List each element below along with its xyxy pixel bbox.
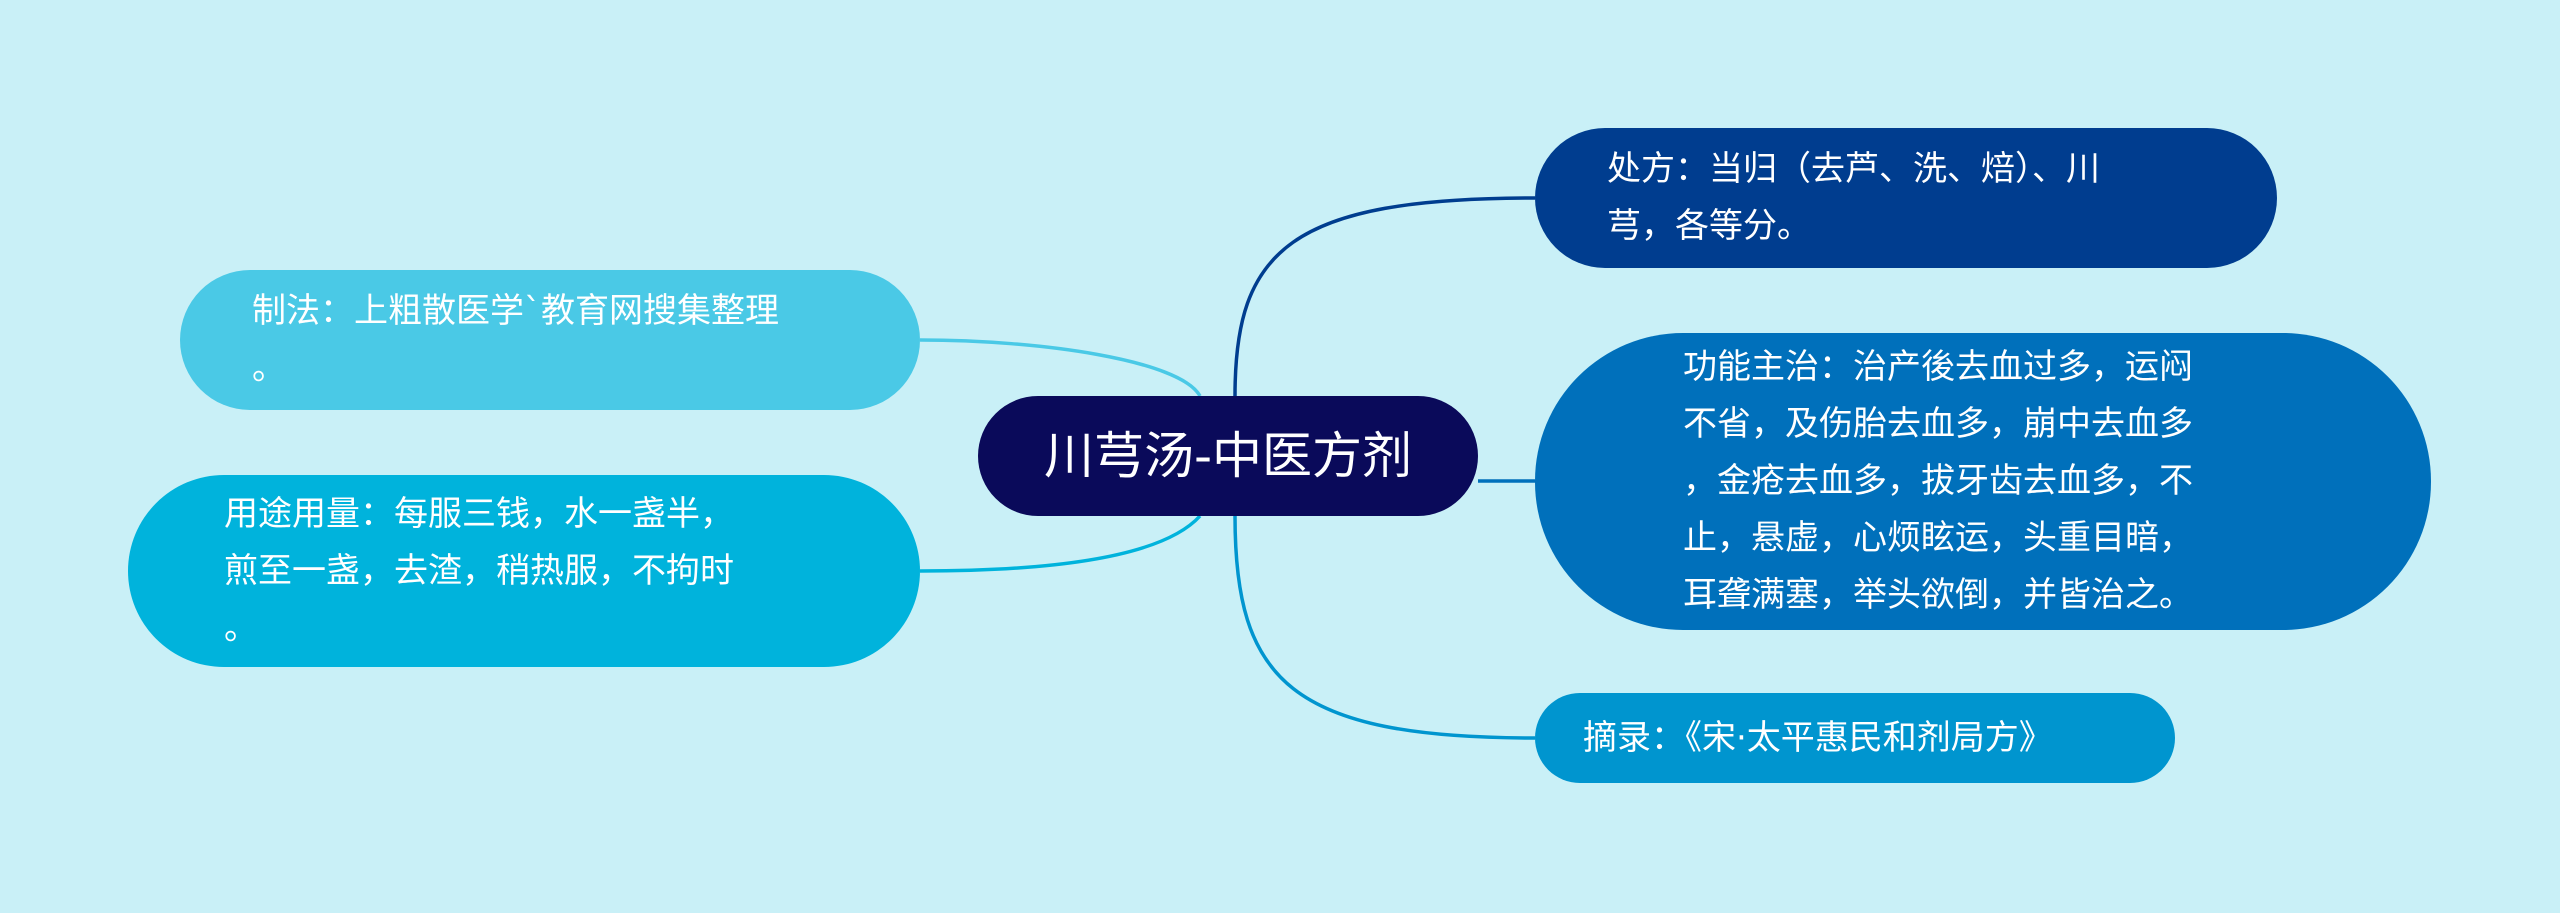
usage-text: 用途用量：每服三钱，水一盏半， 煎至一盏，去渣，稍热服，不拘时 。 [224,493,734,648]
branch-source[interactable]: 摘录：《宋·太平惠民和剂局方》 [1535,693,2175,783]
branch-prescription[interactable]: 处方：当归（去芦、洗、焙）、川 芎，各等分。 [1535,128,2277,268]
link-prescription [1233,196,1536,397]
source-text: 摘录：《宋·太平惠民和剂局方》 [1583,717,2053,758]
function-text: 功能主治：治产後去血过多，运闷 不省，及伤胎去血多，崩中去血多 ，金疮去血多，拔… [1683,347,2193,615]
root-label: 川芎汤-中医方剂 [1043,427,1413,485]
branch-usage[interactable]: 用途用量：每服三钱，水一盏半， 煎至一盏，去渣，稍热服，不拘时 。 [128,475,920,667]
prescription-text: 处方：当归（去芦、洗、焙）、川 芎，各等分。 [1607,149,2100,246]
root-node[interactable]: 川芎汤-中医方剂 [978,396,1478,516]
branch-function[interactable]: 功能主治：治产後去血过多，运闷 不省，及伤胎去血多，崩中去血多 ，金疮去血多，拔… [1535,333,2431,630]
link-source [1233,515,1536,740]
branch-method[interactable]: 制法：上粗散医学`教育网搜集整理 。 [180,270,920,410]
link-method [919,338,1202,397]
link-usage [919,514,1202,573]
method-text: 制法：上粗散医学`教育网搜集整理 。 [252,291,779,388]
